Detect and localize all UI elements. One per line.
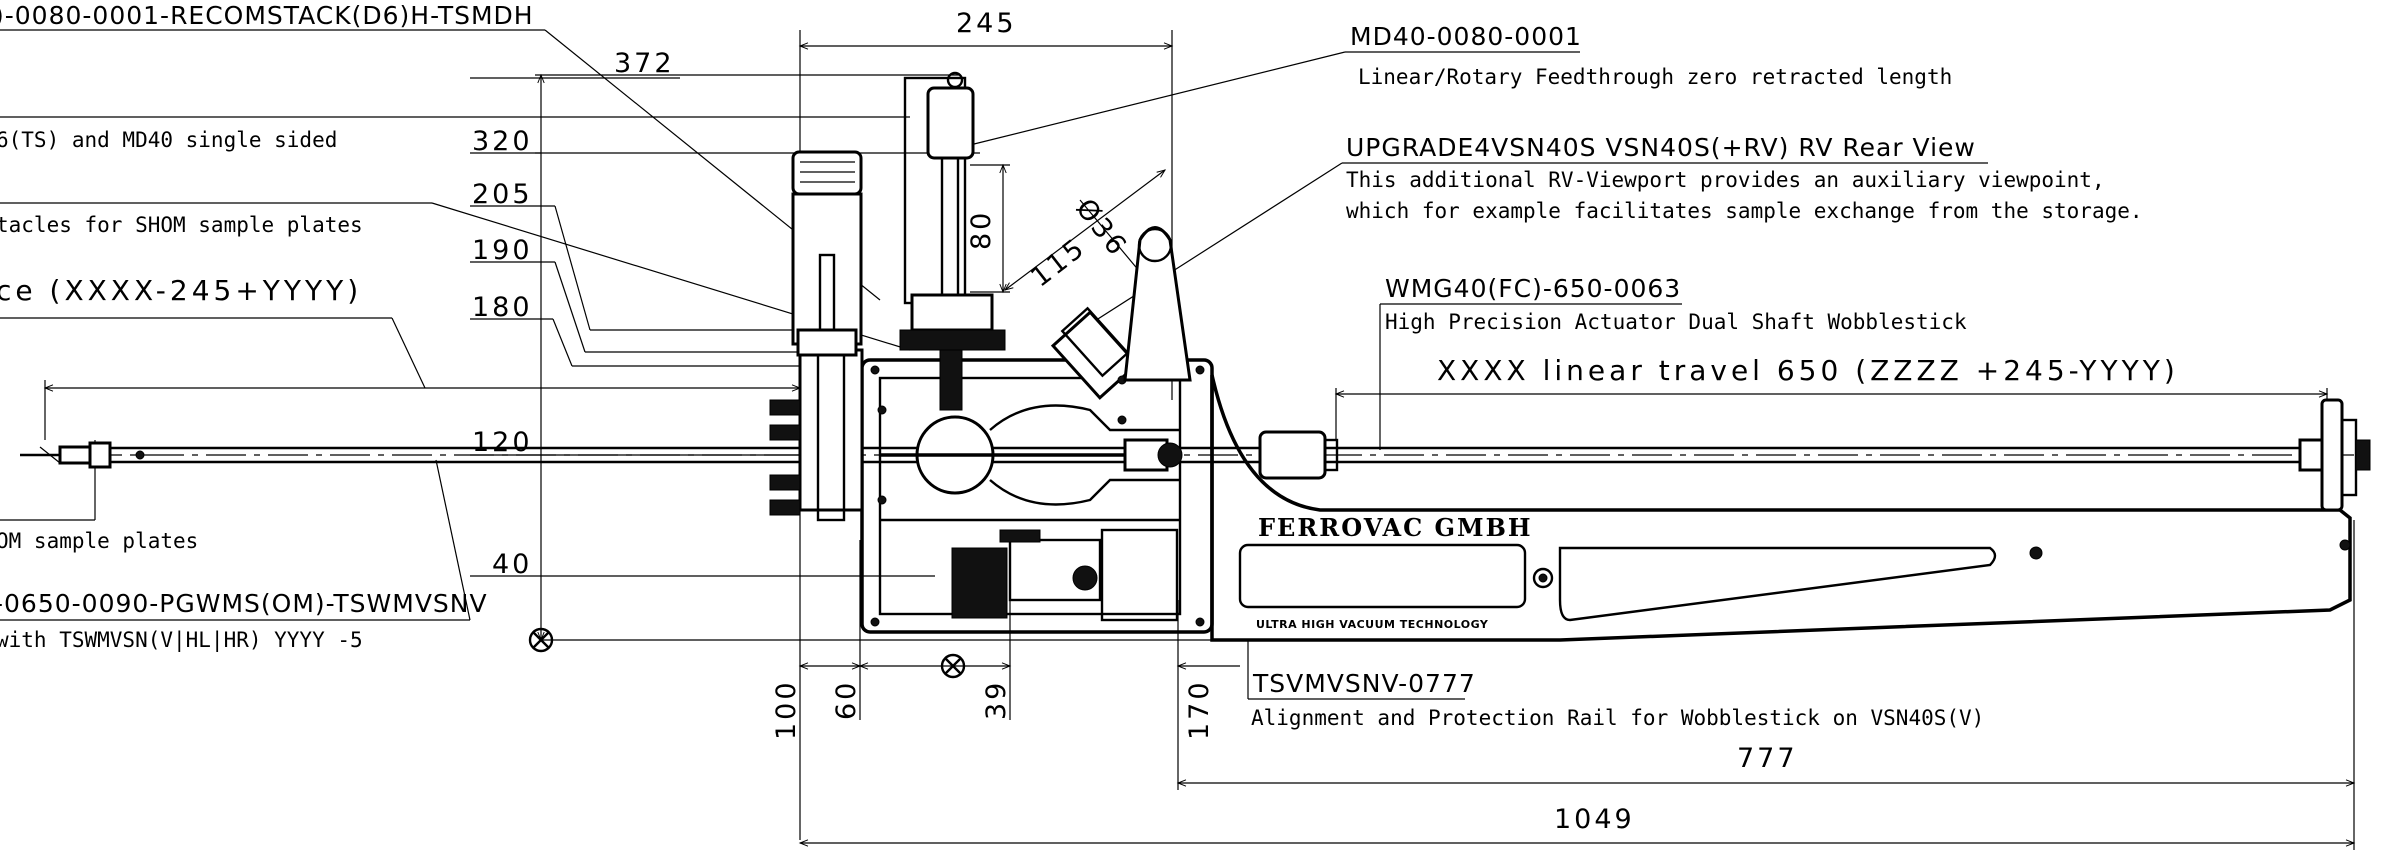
left-part-number-2: -0650-0090-PGWMS(OM)-TSWMVSNV (0, 589, 488, 618)
wobblestick-handle (2298, 398, 2371, 512)
dim-39: 39 (981, 680, 1012, 720)
dim-205: 205 (472, 179, 533, 210)
wobblestick-bellows (1123, 430, 1339, 480)
dim-320: 320 (472, 126, 533, 157)
center-mark-bottom-icon (940, 653, 966, 679)
upgrade-part-number: UPGRADE4VSN40S VSN40S(+RV) RV Rear View (1346, 133, 1976, 162)
left-desc-1: 6(TS) and MD40 single sided (0, 128, 337, 152)
linear-rotary-feedthrough (899, 71, 1006, 411)
dim-115: 115 (1025, 232, 1092, 294)
dim-40: 40 (492, 549, 532, 580)
md40-part-number: MD40-0080-0001 (1350, 22, 1582, 51)
upgrade-description-2: which for example facilitates sample exc… (1346, 199, 2143, 223)
dim-60: 60 (831, 680, 862, 720)
dim-777: 777 (1737, 743, 1798, 774)
alignment-rail (1210, 374, 2352, 642)
dim-170: 170 (1184, 679, 1215, 740)
rv-viewport-lug (1123, 226, 1192, 382)
brand-name: FERROVAC GMBH (1258, 513, 1533, 542)
dim-372: 372 (614, 48, 675, 79)
top-part-number: )-0080-0001-RECOMSTACK(D6)H-TSMDH (0, 1, 534, 30)
tsv-part-number: TSVMVSNV-0777 (1252, 669, 1476, 698)
dim-100: 100 (771, 679, 802, 740)
left-desc-4: with TSWMVSN(V|HL|HR) YYYY -5 (0, 628, 363, 653)
left-trace-label: ce (XXXX-245+YYYY) (0, 274, 362, 307)
tsv-description: Alignment and Protection Rail for Wobble… (1251, 706, 1984, 730)
sample-stack-icon (939, 349, 963, 411)
stepper-motor (791, 150, 863, 357)
dim-245: 245 (956, 8, 1017, 39)
dim-120: 120 (472, 427, 533, 458)
left-desc-3: OM sample plates (0, 529, 198, 553)
wmg-part-number: WMG40(FC)-650-0063 (1385, 274, 1681, 303)
wobblestick-shaft (60, 446, 2330, 464)
wmg-description: High Precision Actuator Dual Shaft Wobbl… (1385, 310, 1967, 334)
dim-180: 180 (472, 292, 533, 323)
md40-description: Linear/Rotary Feedthrough zero retracted… (1358, 65, 1952, 89)
dim-1049: 1049 (1554, 804, 1635, 835)
linear-travel-label: XXXX linear travel 650 (ZZZZ +245-YYYY) (1437, 354, 2179, 387)
left-flange (769, 338, 864, 522)
upgrade-description-1: This additional RV-Viewport provides an … (1346, 168, 2105, 192)
shaft-tip (20, 441, 145, 469)
brand-tagline: ULTRA HIGH VACUUM TECHNOLOGY (1256, 618, 1489, 631)
dim-80: 80 (966, 210, 997, 250)
dim-190: 190 (472, 235, 533, 266)
left-desc-2: tacles for SHOM sample plates (0, 213, 363, 237)
